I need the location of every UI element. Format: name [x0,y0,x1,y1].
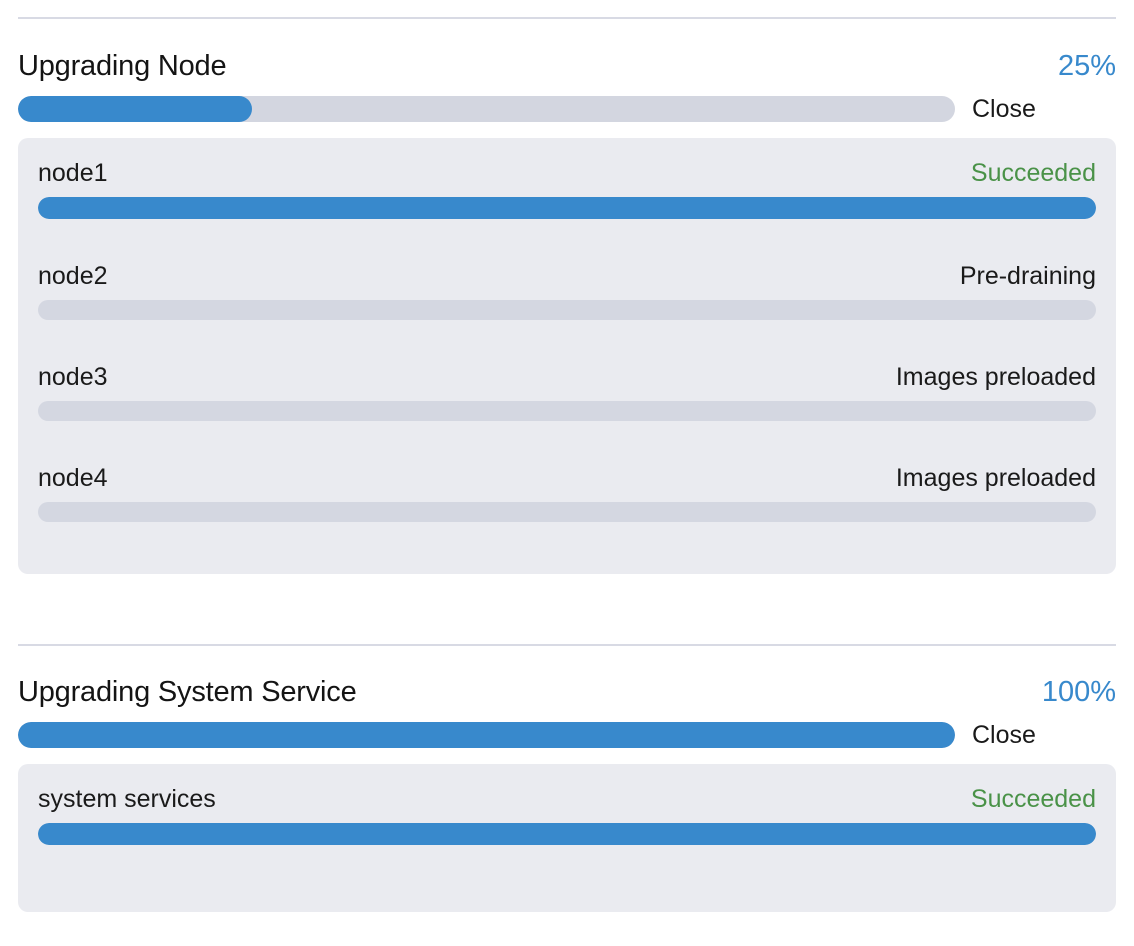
node-name: node4 [38,464,108,492]
node-percent-label: 25% [1057,50,1116,82]
node-name: node1 [38,159,108,187]
table-row: node4 Images preloaded [38,461,1096,522]
service-section-header: Upgrading System Service 100% [18,670,1116,716]
service-main-progress-row: Close [18,716,1116,754]
section-upgrading-node: Upgrading Node 25% Close node1 Succeeded [0,44,1134,574]
service-row-head: system services Succeeded [38,782,1096,816]
service-detail-card: system services Succeeded [18,764,1116,912]
node-progress-track [38,197,1096,219]
node-progress-track [38,401,1096,421]
service-progress-track [38,823,1096,845]
node-row-head: node1 Succeeded [38,156,1096,190]
service-main-progress-fill [18,722,955,748]
status-badge: Images preloaded [895,464,1096,492]
table-row: node3 Images preloaded [38,360,1096,421]
node-section-header: Upgrading Node 25% [18,44,1116,90]
node-row-head: node2 Pre-draining [38,259,1096,293]
table-row: system services Succeeded [38,782,1096,845]
node-detail-card: node1 Succeeded node2 Pre-draining n [18,138,1116,574]
service-main-progress-track [18,722,955,748]
service-close-button[interactable]: Close [972,721,1036,749]
service-percent-label: 100% [1041,676,1116,708]
divider-top [18,17,1116,19]
node-name: node2 [38,262,108,290]
node-close-button[interactable]: Close [972,95,1036,123]
node-row-head: node3 Images preloaded [38,360,1096,394]
node-name: node3 [38,363,108,391]
service-title: Upgrading System Service [18,676,357,708]
section-upgrading-system-service: Upgrading System Service 100% Close syst… [0,670,1134,912]
node-main-progress-fill [18,96,253,122]
divider-middle [18,644,1116,646]
page-title: Upgrading Node [18,50,227,82]
node-progress-track [38,300,1096,320]
node-main-progress-track [18,96,955,122]
status-badge: Pre-draining [959,262,1096,290]
node-progress-fill [38,197,1096,219]
service-name: system services [38,785,216,813]
table-row: node1 Succeeded [38,156,1096,219]
node-row-head: node4 Images preloaded [38,461,1096,495]
status-badge: Succeeded [970,785,1096,813]
service-progress-fill [38,823,1096,845]
table-row: node2 Pre-draining [38,259,1096,320]
node-progress-track [38,502,1096,522]
status-badge: Succeeded [970,159,1096,187]
node-main-progress-row: Close [18,90,1116,128]
status-badge: Images preloaded [895,363,1096,391]
